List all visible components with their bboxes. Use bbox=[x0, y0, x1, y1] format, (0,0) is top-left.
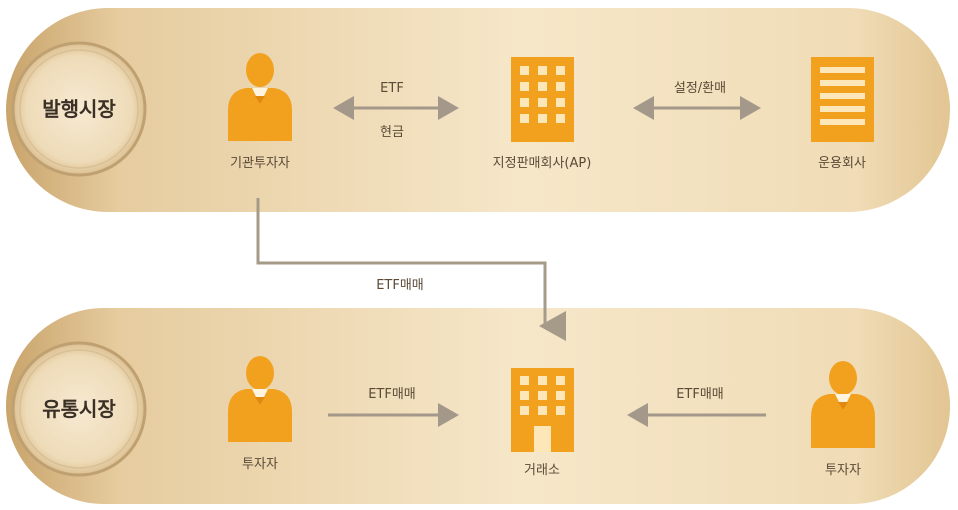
authorized-participant-label: 지정판매회사(AP) bbox=[493, 156, 592, 171]
issuance-market-title: 발행시장 bbox=[42, 97, 116, 121]
arrow-etf-label: ETF bbox=[380, 81, 404, 96]
authorized-participant-building-icon bbox=[511, 57, 574, 142]
issuance-market-band bbox=[6, 8, 950, 212]
secondary-market-badge: 유통시장 bbox=[11, 341, 147, 477]
institutional-investor-icon bbox=[228, 53, 292, 141]
left-trade-label: ETF매매 bbox=[368, 387, 416, 402]
investor-right-label: 투자자 bbox=[825, 463, 861, 478]
investor-right-icon bbox=[811, 361, 875, 448]
connector-label: ETF매매 bbox=[376, 278, 424, 293]
left-trade-arrow: ETF매매 bbox=[328, 387, 459, 427]
create-redeem-arrow: 설정/환매 bbox=[633, 81, 761, 120]
asset-manager-document-icon bbox=[811, 57, 874, 142]
etf-trade-connector: ETF매매 bbox=[256, 198, 566, 341]
etf-cash-arrow: ETF 현금 bbox=[333, 81, 459, 140]
right-trade-arrow: ETF매매 bbox=[627, 387, 766, 427]
right-trade-label: ETF매매 bbox=[676, 387, 724, 402]
exchange-building-icon bbox=[511, 368, 574, 452]
investor-left-icon bbox=[228, 356, 292, 442]
arrow-cash-label: 현금 bbox=[380, 125, 404, 140]
exchange-label: 거래소 bbox=[524, 463, 560, 478]
asset-manager-label: 운용회사 bbox=[818, 156, 866, 171]
arrow-create-redeem-label: 설정/환매 bbox=[674, 81, 726, 96]
secondary-market-title: 유통시장 bbox=[42, 397, 116, 421]
investor-left-label: 투자자 bbox=[242, 457, 278, 472]
institutional-investor-label: 기관투자자 bbox=[230, 156, 290, 171]
issuance-market-badge: 발행시장 bbox=[11, 41, 147, 177]
secondary-market-band bbox=[6, 308, 950, 504]
